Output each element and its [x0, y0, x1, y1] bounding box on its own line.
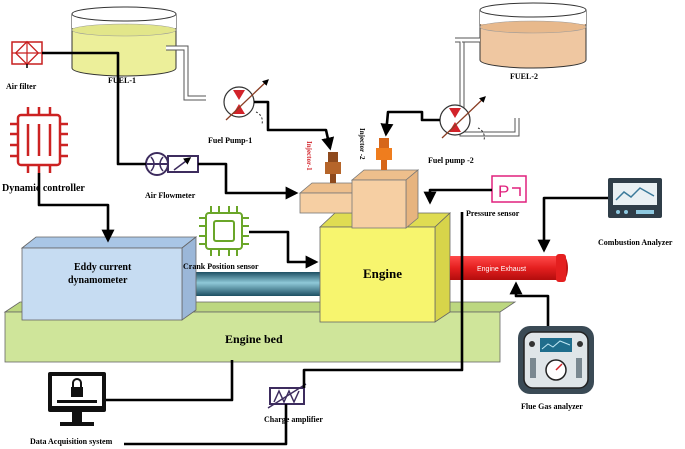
pressure-gauge-icon: P [491, 175, 527, 203]
fuel-pump-2-icon [439, 96, 486, 141]
svg-text:P: P [498, 182, 509, 201]
dynamic-controller-label: Dynamic controller [2, 183, 85, 194]
injector-1-icon [325, 152, 341, 183]
fuel-2-label: FUEL-2 [510, 72, 538, 81]
eddy-current-dynamometer [20, 236, 198, 321]
fuel-tank-2 [479, 2, 587, 69]
dynamometer-label-line1: Eddy current [74, 262, 132, 273]
air-filter-icon [11, 40, 43, 66]
engine-exhaust-label: Engine Exhaust [477, 266, 526, 273]
injector-1-label: Injector-1 [305, 141, 313, 171]
fuel-tank-1 [71, 6, 177, 77]
injector-2-label: Injector -2 [358, 128, 366, 160]
pressure-sensor-label: Pressure sensor [466, 209, 520, 218]
data-acquisition-label: Data Acquisition system [30, 437, 113, 446]
fuel-pump-1-label: Fuel Pump-1 [208, 136, 252, 145]
injector-2-icon [376, 138, 392, 170]
air-filter-label: Air filter [6, 82, 37, 91]
fuel-pipes [166, 37, 520, 137]
amplifier-icon [267, 383, 307, 409]
engine-label: Engine [363, 266, 402, 281]
circuit-chip-icon [10, 107, 68, 173]
engine-head [298, 169, 420, 229]
fuel-pump-2-label: Fuel pump -2 [428, 156, 474, 165]
combustion-analyzer-label: Combustion Analyzer [598, 238, 673, 247]
connection-lines [26, 51, 608, 446]
drive-shaft [180, 272, 330, 296]
chip-sensor-icon [199, 206, 249, 256]
monitor-icon [608, 178, 662, 218]
charge-amplifier-label: Charge amplifier [264, 415, 323, 424]
crank-sensor-label: Crank Position sensor [183, 262, 259, 271]
engine-exhaust-pipe [450, 254, 568, 282]
fuel-pump-1-icon [223, 79, 269, 125]
air-flowmeter-label: Air Flowmeter [145, 191, 196, 200]
dynamometer-label-line2: dynamometer [68, 275, 128, 286]
engine-block [318, 212, 452, 323]
fuel-1-label: FUEL-1 [108, 76, 136, 85]
gas-analyzer-icon [518, 326, 594, 394]
locked-computer-icon [48, 372, 106, 426]
flowmeter-icon [145, 152, 199, 176]
flue-gas-analyzer-label: Flue Gas analyzer [521, 402, 583, 411]
engine-bed-label: Engine bed [225, 332, 283, 346]
